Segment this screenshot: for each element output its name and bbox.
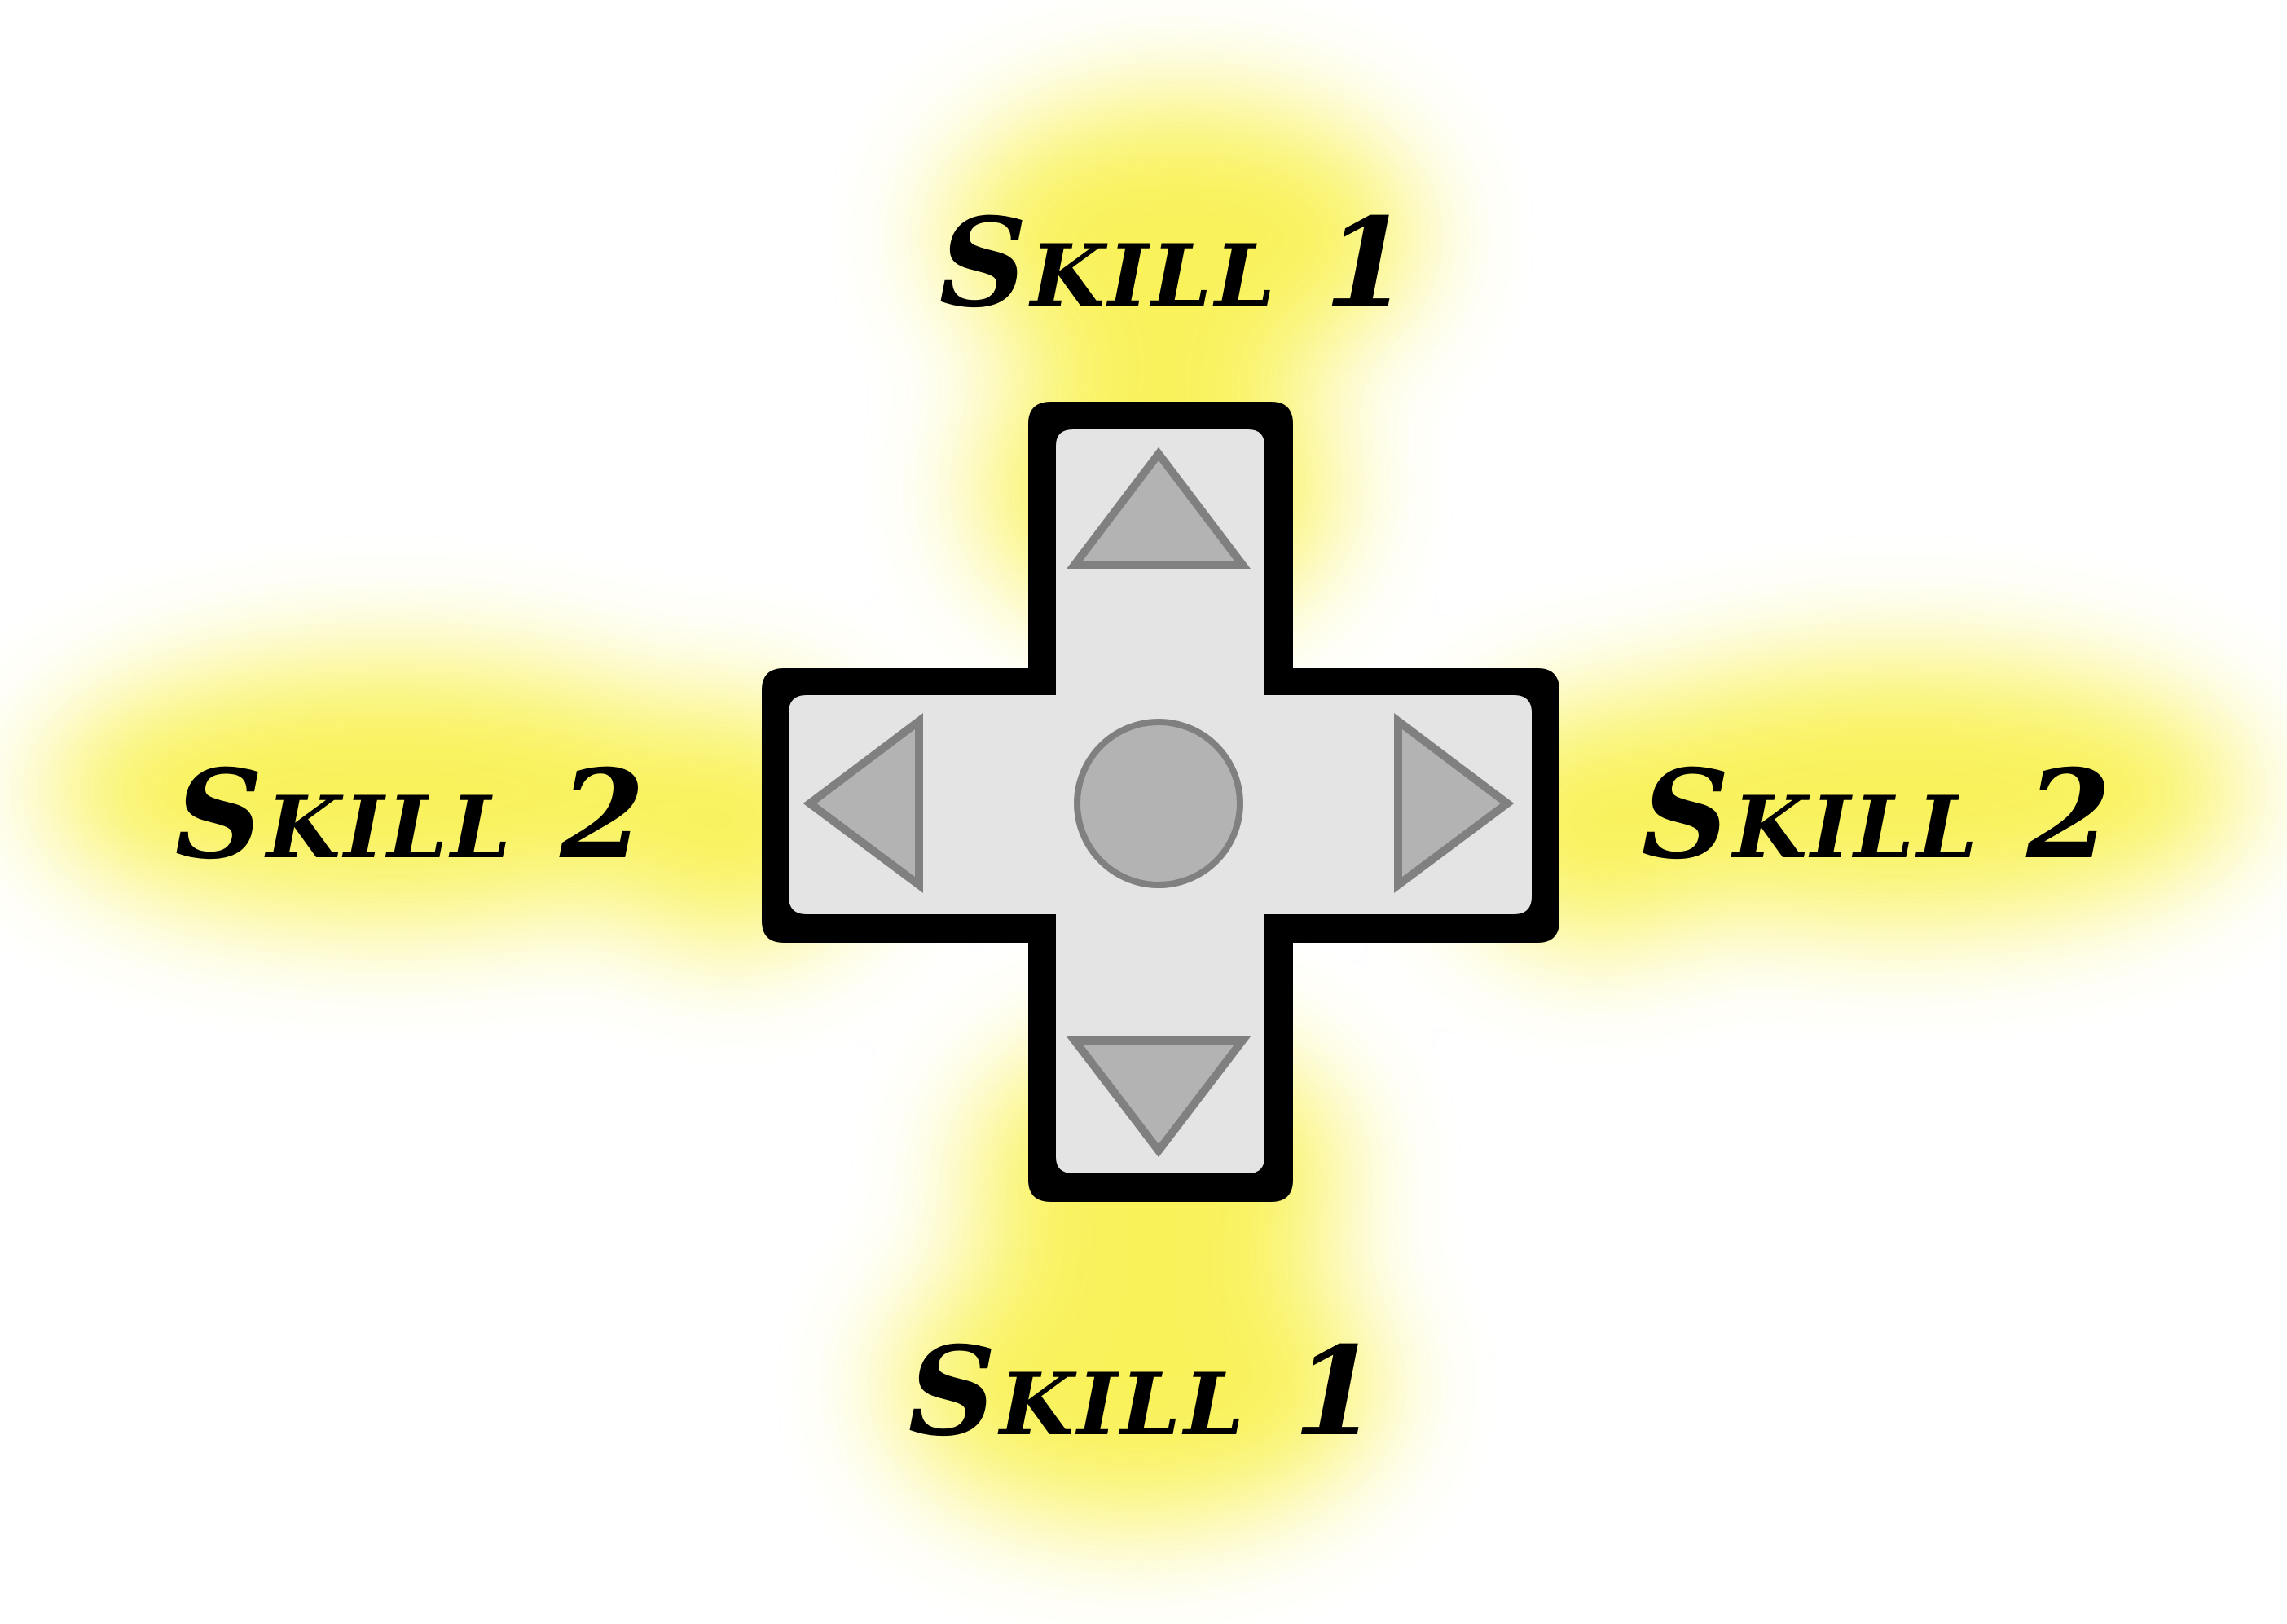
glow-left	[41, 660, 741, 921]
label-top-skill: Skill 1	[939, 191, 1413, 335]
center-button-icon[interactable]	[1074, 719, 1243, 888]
arrow-up-icon[interactable]	[1066, 447, 1251, 569]
arrow-right-icon[interactable]	[1394, 712, 1515, 893]
arrow-left-icon[interactable]	[803, 712, 923, 893]
label-left-skill: Skill 2	[175, 743, 649, 887]
arrow-down-icon[interactable]	[1066, 1036, 1251, 1158]
label-bottom-skill: Skill 1	[908, 1320, 1382, 1463]
label-right-skill: Skill 2	[1642, 743, 2115, 887]
directional-pad-icon	[762, 402, 1559, 1202]
glow-bottom	[892, 1247, 1381, 1524]
glow-top	[945, 98, 1418, 375]
